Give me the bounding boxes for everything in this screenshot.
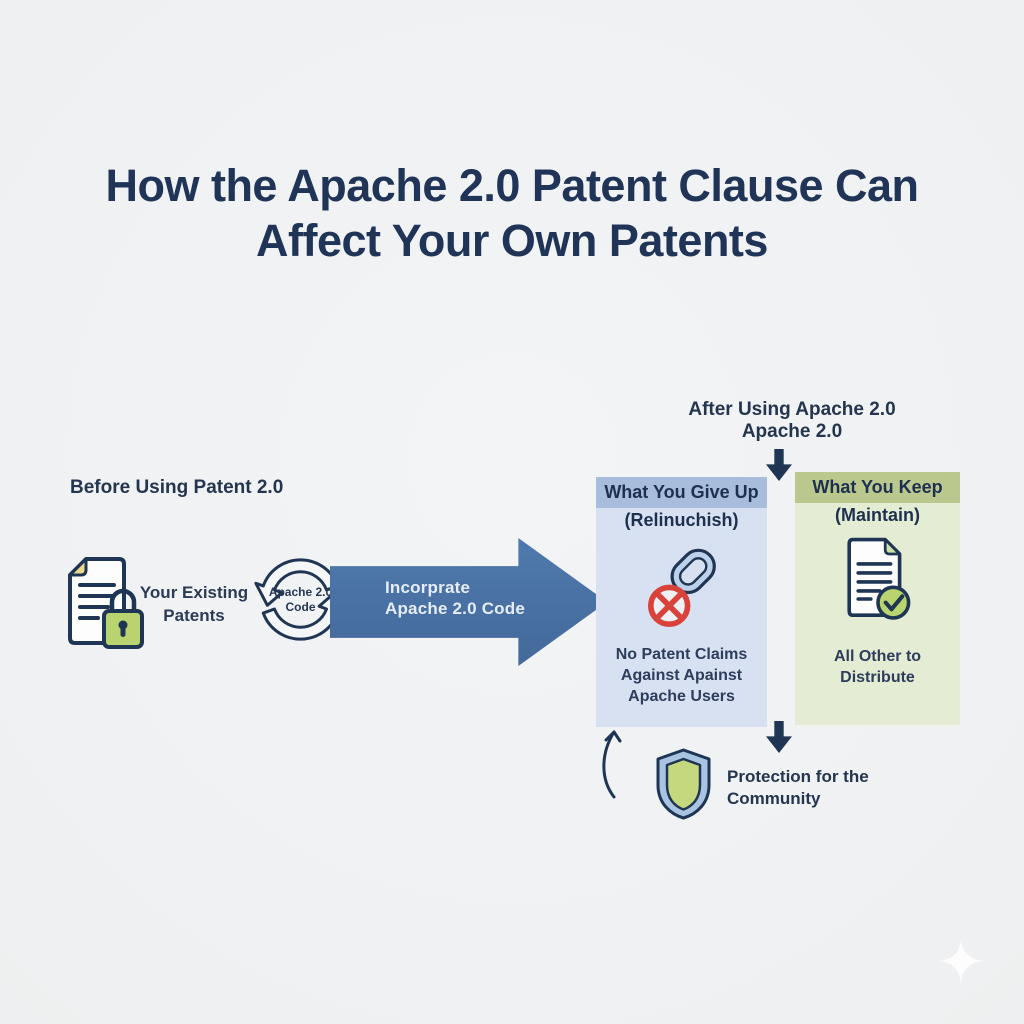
existing-patents-line1: Your Existing [139,583,249,602]
after-heading-line1: After Using Apache 2.0 [688,399,896,420]
document-check-icon [846,537,910,620]
before-section-heading: Before Using Patent 2.0 [70,477,284,498]
give-up-header: What You Give Up [596,477,767,508]
down-arrow-icon [766,449,792,481]
cycle-arrows-glyph [254,558,347,641]
keep-header: What You Keep [795,472,960,503]
give-up-body: No Patent Claims Against Apainst Apache … [596,645,767,707]
give-up-box: What You Give Up (Relinuchish) No Patent… [596,477,767,727]
incorporate-arrow-line2: Apache 2.0 Code [385,599,525,619]
cycle-label: Apache 2.0 Code [251,549,350,650]
existing-patents-label: Your Existing Patents [138,582,250,628]
page-title-line2: Affect Your Own Patents [256,215,768,267]
sparkle-icon [939,939,983,983]
keep-body: All Other to Distribute [795,647,960,689]
incorporate-arrow-label: Incorprate Apache 2.0 Code [385,577,525,620]
keep-subheader: (Maintain) [835,505,920,525]
existing-patents-line2: Patents [163,605,225,625]
down-arrow-icon [766,721,792,753]
keep-body-line2: Distribute [840,668,915,686]
curved-up-arrow-icon [602,730,622,799]
keep-box: What You Keep (Maintain) All Other to Di… [795,472,960,725]
keep-body-line1: All Other to [833,648,922,665]
cycle-label-line1: Apache 2.0 [268,584,333,599]
after-section-heading: After Using Apache 2.0 Apache 2.0 [627,399,957,443]
cycle-label-line2: Code [285,599,316,614]
protection-line1: Protection for the [727,767,869,786]
give-up-subheader: (Relinuchish) [624,510,739,530]
give-up-body-line1: No Patent Claims [615,646,748,663]
protection-line2: Community [727,789,821,809]
broken-link-prohibited-icon [647,548,716,627]
document-lock-icon [68,557,144,649]
page-title: How the Apache 2.0 Patent Clause Can Aff… [0,158,1024,269]
shield-icon [656,748,711,820]
give-up-body-line3: Apache Users [628,687,735,705]
give-up-body-line2: Against Apainst [620,666,743,684]
incorporate-arrow-line1: Incorprate [385,578,471,597]
protection-label: Protection for the Community [727,766,897,810]
cycle-arrows-icon: Apache 2.0 Code [251,549,350,650]
after-heading-line2: Apache 2.0 [741,420,843,442]
page-title-line1: How the Apache 2.0 Patent Clause Can [105,160,919,211]
